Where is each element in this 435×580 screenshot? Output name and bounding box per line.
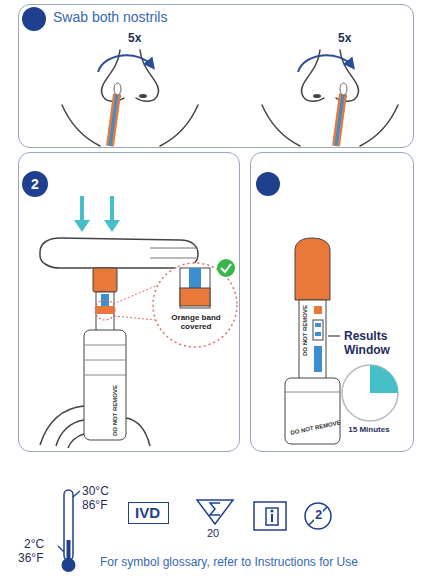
temperature-limit: 36°F bbox=[18, 552, 43, 566]
step-number-circle: 2 bbox=[22, 171, 48, 197]
rotate-arrow bbox=[298, 55, 352, 72]
step-circle bbox=[256, 172, 280, 196]
timer-label: 15 Minutes bbox=[329, 425, 409, 434]
zoom-source bbox=[95, 300, 115, 320]
repeat-count: 5x bbox=[128, 32, 141, 46]
zoom-caption: Orange band covered bbox=[166, 313, 226, 331]
test-device bbox=[285, 238, 340, 444]
step-number: 2 bbox=[22, 171, 48, 197]
temperature-symbol bbox=[58, 490, 80, 572]
step-panel: Results Window 15 Minutes bbox=[250, 152, 414, 452]
instructions-symbol bbox=[254, 502, 286, 530]
device-warning: DO NOT REMOVE bbox=[112, 385, 119, 436]
test-count-symbol bbox=[197, 500, 233, 524]
timer-clock bbox=[342, 365, 398, 421]
test-device bbox=[84, 268, 126, 440]
swab bbox=[110, 83, 347, 146]
face-outline bbox=[62, 50, 398, 146]
temperature-limit: 30°C bbox=[82, 485, 109, 499]
test-count: 20 bbox=[207, 527, 219, 540]
step-panel: Swab both nostrils bbox=[18, 4, 414, 148]
press-arrows bbox=[74, 196, 120, 232]
rotate-arrow bbox=[98, 55, 152, 72]
check-mark bbox=[217, 259, 235, 277]
device-warning: DO NOT REMOVE bbox=[302, 305, 309, 356]
hand bbox=[40, 406, 150, 448]
ivd-mark: IVD bbox=[135, 504, 162, 521]
leader-line bbox=[328, 335, 340, 336]
step-panel: Orange band covered 2 bbox=[18, 152, 240, 452]
temperature-limit: 86°F bbox=[82, 499, 107, 513]
step-title: Swab both nostrils bbox=[53, 9, 167, 25]
hand bbox=[40, 238, 198, 268]
temperature-limit: 2°C bbox=[24, 538, 44, 552]
repeat-count: 5x bbox=[338, 32, 351, 46]
step-circle bbox=[22, 7, 46, 31]
single-use-number: 2 bbox=[314, 508, 323, 523]
ivd-box: IVD bbox=[128, 502, 169, 524]
callout-label: Results Window bbox=[344, 330, 406, 358]
single-use-symbol bbox=[305, 503, 331, 529]
glossary-note: For symbol glossary, refer to Instructio… bbox=[100, 556, 358, 570]
